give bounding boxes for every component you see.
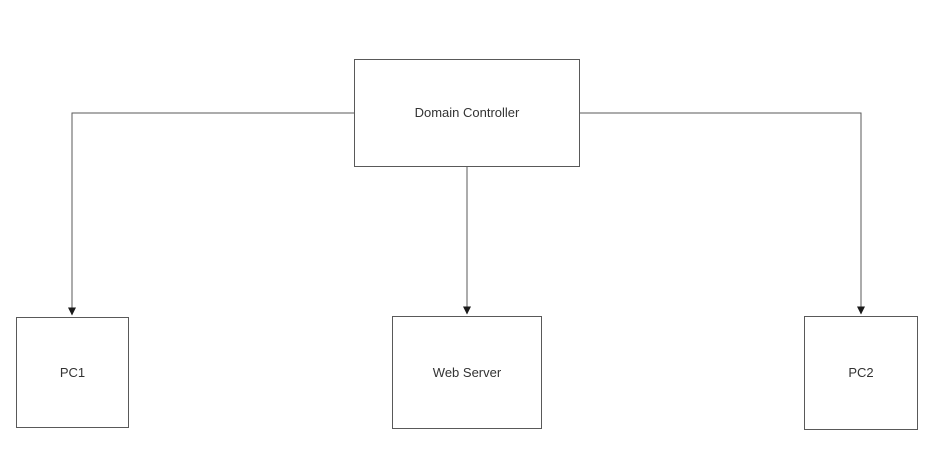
node-web-server-label: Web Server [432,364,502,380]
node-pc1: PC1 [16,317,129,428]
connector-dc-to-pc1 [68,112,354,316]
node-domain-controller: Domain Controller [354,59,580,167]
node-pc2-label: PC2 [848,365,874,381]
node-pc2: PC2 [804,316,918,430]
node-pc1-label: PC1 [59,364,86,380]
connector-dc-to-pc2 [580,112,865,315]
node-domain-controller-label: Domain Controller [414,105,520,121]
node-web-server: Web Server [392,316,542,429]
